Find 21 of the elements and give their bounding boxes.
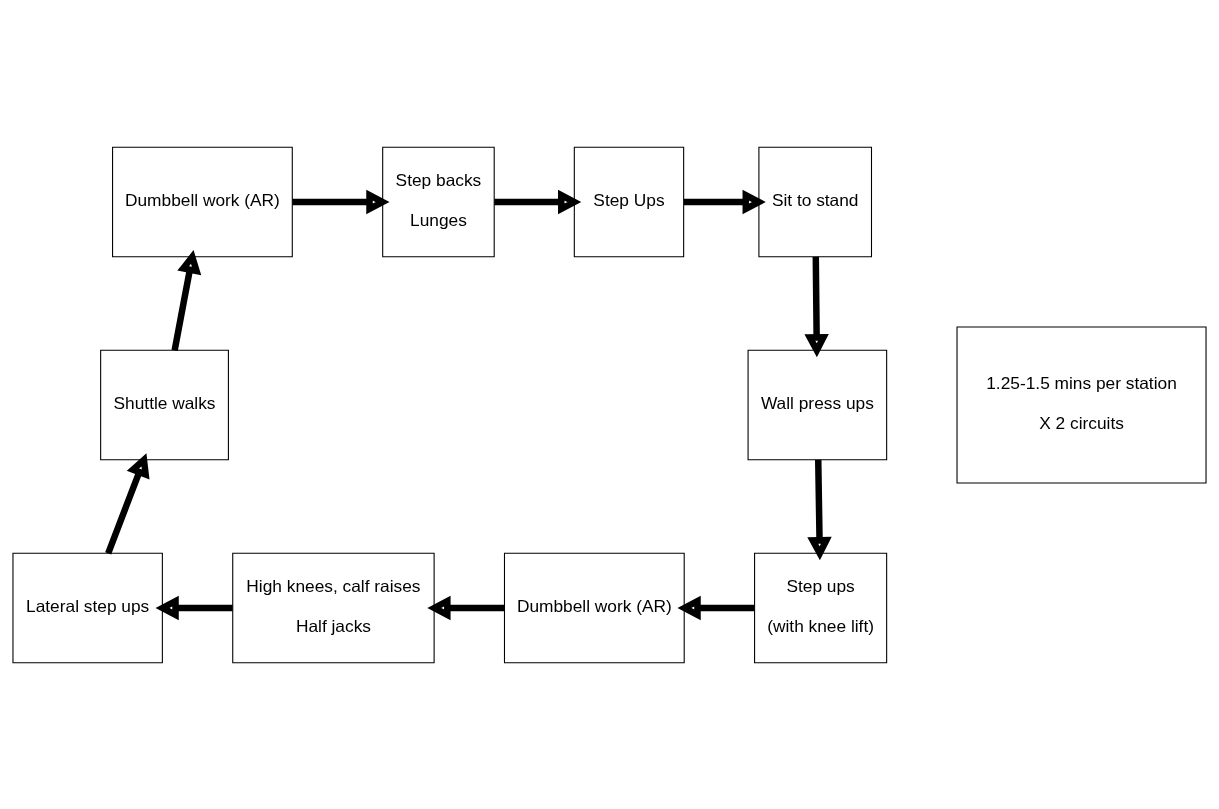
arrow (683, 189, 766, 214)
node-box: Lateral step ups (12, 552, 163, 663)
arrow (807, 459, 832, 560)
node-box: Step ups (with knee lift) (754, 552, 888, 663)
node-box: Step Ups (573, 146, 685, 257)
node-box: Sit to stand (758, 146, 873, 257)
node-box: Wall press ups (747, 349, 888, 460)
node-box: Shuttle walks (100, 349, 229, 460)
node-box: High knees, calf raises Half jacks (232, 552, 435, 663)
arrow (804, 256, 829, 357)
node-box: Dumbbell work (AR) (503, 552, 685, 663)
arrow (171, 249, 202, 351)
arrow (105, 452, 150, 554)
arrow (292, 189, 390, 214)
node-box: Dumbbell work (AR) (112, 146, 293, 257)
arrow (155, 595, 233, 620)
node-box: Step backs Lunges (382, 146, 495, 257)
arrow (677, 595, 755, 620)
node-box: 1.25-1.5 mins per station X 2 circuits (956, 326, 1207, 483)
arrow (427, 595, 505, 620)
arrow (494, 189, 582, 214)
